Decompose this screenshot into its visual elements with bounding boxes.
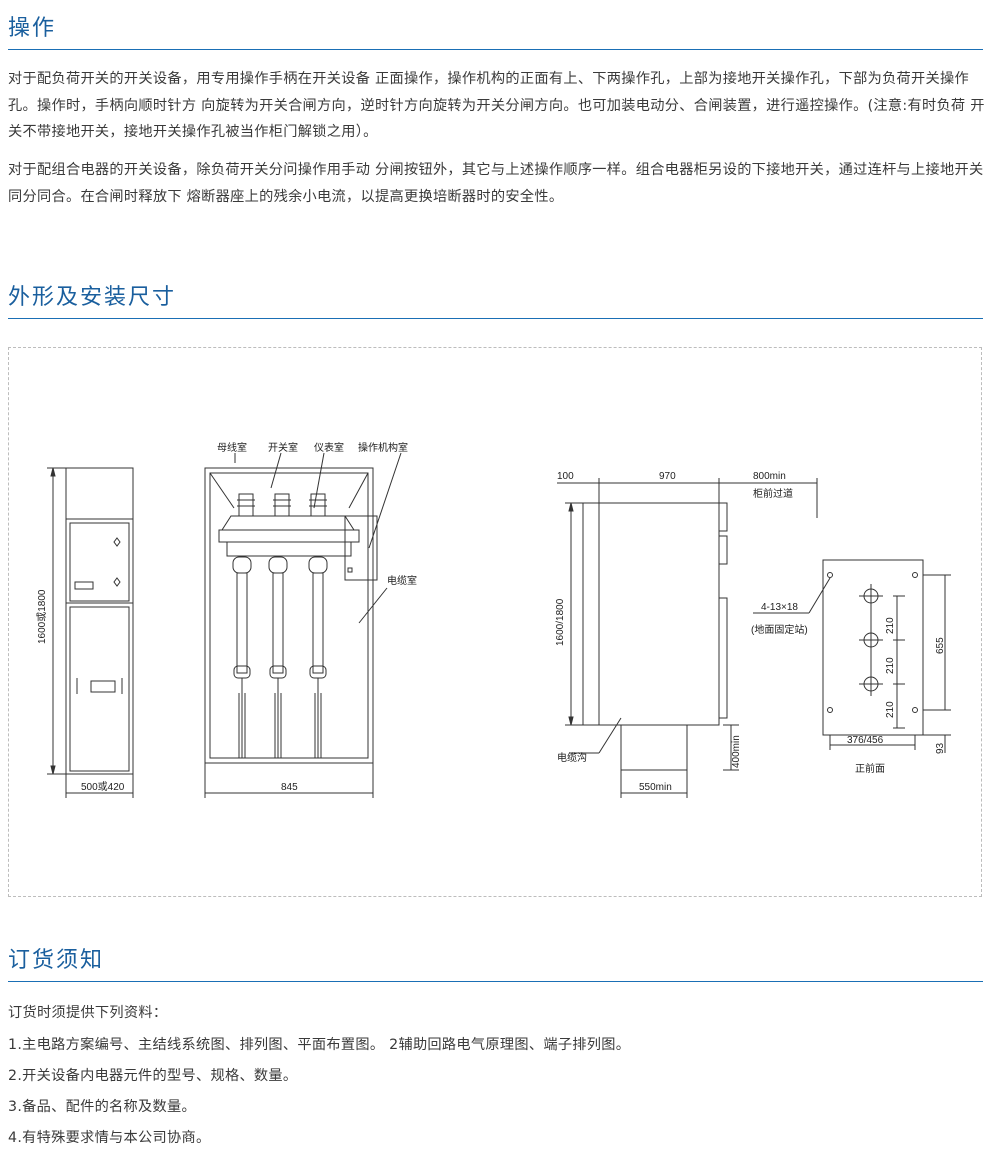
label-meter-room: 仪表室 <box>314 441 344 454</box>
plan-caption: 正前面 <box>855 762 885 775</box>
trench-depth-label: 400min <box>731 735 742 768</box>
plan-offset-label: 93 <box>935 742 946 754</box>
ordering-line: 4.有特殊要求情与本公司协商。 <box>8 1130 211 1146</box>
side-dim-800min: 800min <box>753 471 786 482</box>
trench-width-label: 550min <box>639 782 672 793</box>
front-height-label: 1600或1800 <box>36 589 48 644</box>
spacing-210-a: 210 <box>885 617 896 634</box>
plan-view <box>753 559 951 753</box>
spacing-210-b: 210 <box>885 657 896 674</box>
ordering-line: 3.备品、配件的名称及数量。 <box>8 1099 196 1115</box>
section-title-ordering: 订货须知 <box>8 948 105 973</box>
section-divider <box>8 49 983 50</box>
label-busbar-room: 母线室 <box>217 441 247 454</box>
operation-paragraph-1: 对于配负荷开关的开关设备，用专用操作手柄在开关设备 正面操作，操作机构的正面有上… <box>8 71 985 140</box>
section-divider <box>8 318 983 319</box>
label-front-aisle: 柜前过道 <box>753 487 793 500</box>
label-cable-trench: 电缆沟 <box>557 751 587 764</box>
inner-width-label: 845 <box>281 782 298 793</box>
drawing-frame: 1600或1800 500或420 母线室 开关室 仪表室 操作机构室 电缆室 … <box>8 347 982 897</box>
side-dim-100: 100 <box>557 471 574 482</box>
operation-paragraph-2: 对于配组合电器的开关设备，除负荷开关分问操作用手动 分闸按钮外，其它与上述操作顺… <box>8 162 984 205</box>
holes-label: 4-13×18 <box>761 602 798 613</box>
section-title-dimensions: 外形及安装尺寸 <box>8 285 177 310</box>
technical-drawing: 1600或1800 500或420 母线室 开关室 仪表室 操作机构室 电缆室 … <box>36 441 951 798</box>
ordering-line: 2.开关设备内电器元件的型号、规格、数量。 <box>8 1068 298 1084</box>
side-view <box>557 478 818 798</box>
spacing-210-c: 210 <box>885 701 896 718</box>
side-height-label: 1600/1800 <box>555 598 566 646</box>
ordering-line: 订货时须提供下列资料： <box>8 1005 168 1021</box>
plan-width-label: 376/456 <box>847 735 884 746</box>
holes-note: (地面固定站) <box>751 623 808 636</box>
side-dim-970: 970 <box>659 471 676 482</box>
ordering-line: 1.主电路方案编号、主结线系统图、排列图、平面布置图。 2辅助回路电气原理图、端… <box>8 1037 631 1053</box>
section-title-operation: 操作 <box>8 16 57 41</box>
plan-height-label: 655 <box>935 637 946 654</box>
section-divider <box>8 981 983 982</box>
label-mechanism-room: 操作机构室 <box>358 441 408 454</box>
label-switch-room: 开关室 <box>268 441 298 454</box>
inner-view <box>204 452 402 798</box>
front-width-label: 500或420 <box>81 781 125 793</box>
front-view <box>47 467 134 798</box>
label-cable-room: 电缆室 <box>387 574 417 587</box>
